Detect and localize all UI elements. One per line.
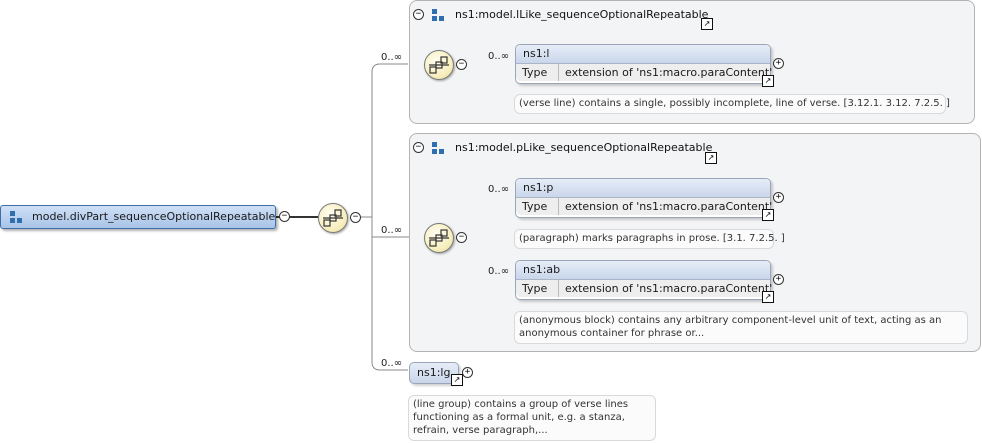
- element-doc: (paragraph) marks paragraphs in prose. […: [514, 229, 785, 249]
- collapse-icon[interactable]: −: [456, 59, 467, 70]
- type-key: Type: [516, 64, 559, 81]
- collapse-icon[interactable]: −: [456, 232, 467, 243]
- root-label: model.divPart_sequenceOptionalRepeatable: [32, 210, 276, 223]
- group-icon: [10, 211, 24, 224]
- sequence-glyph-icon: [323, 209, 343, 227]
- type-value: extension of 'ns1:macro.paraContent': [565, 66, 773, 79]
- element-doc: (anonymous block) contains any arbitrary…: [514, 311, 968, 344]
- sequence-glyph-icon: [429, 229, 449, 247]
- group-title: ns1:model.pLike_sequenceOptionalRepeatab…: [455, 141, 713, 154]
- element-doc: (verse line) contains a single, possibly…: [514, 94, 950, 114]
- element-type-row: Type extension of 'ns1:macro.paraContent': [516, 64, 773, 81]
- multiplicity-label: 0..∞: [488, 184, 510, 195]
- element-type-row: Type extension of 'ns1:macro.paraContent': [516, 280, 773, 297]
- expand-icon[interactable]: +: [773, 58, 784, 69]
- type-value: extension of 'ns1:macro.paraContent': [565, 282, 773, 295]
- multiplicity-label: 0..∞: [381, 225, 403, 236]
- collapse-icon[interactable]: −: [413, 142, 424, 153]
- element-ab[interactable]: ns1:ab Type extension of 'ns1:macro.paraC…: [515, 260, 773, 300]
- link-icon[interactable]: ↗: [762, 75, 774, 87]
- group-icon: [432, 142, 446, 155]
- type-key: Type: [516, 198, 559, 215]
- sequence-glyph-icon: [429, 56, 449, 74]
- type-key: Type: [516, 280, 559, 297]
- element-lg[interactable]: ns1:lg: [409, 362, 459, 384]
- expand-icon[interactable]: +: [462, 367, 473, 378]
- multiplicity-label: 0..∞: [381, 52, 403, 63]
- link-icon[interactable]: ↗: [451, 374, 463, 386]
- root-element[interactable]: model.divPart_sequenceOptionalRepeatable: [0, 205, 276, 229]
- multiplicity-label: 0..∞: [488, 266, 510, 277]
- type-value: extension of 'ns1:macro.paraContent': [565, 200, 773, 213]
- link-icon[interactable]: ↗: [705, 152, 717, 164]
- link-icon[interactable]: ↗: [762, 209, 774, 221]
- element-name: ns1:l: [516, 45, 770, 64]
- element-p[interactable]: ns1:p Type extension of 'ns1:macro.paraCo…: [515, 178, 773, 218]
- link-icon[interactable]: ↗: [701, 18, 713, 30]
- element-name: ns1:lg: [417, 366, 451, 379]
- element-name: ns1:ab: [516, 261, 770, 280]
- collapse-icon[interactable]: −: [350, 212, 361, 223]
- collapse-icon[interactable]: −: [279, 211, 290, 222]
- expand-icon[interactable]: +: [773, 192, 784, 203]
- element-doc: (line group) contains a group of verse l…: [408, 395, 656, 441]
- element-name: ns1:p: [516, 179, 770, 198]
- multiplicity-label: 0..∞: [488, 51, 510, 62]
- group-title: ns1:model.lLike_sequenceOptionalRepeatab…: [455, 8, 709, 21]
- element-type-row: Type extension of 'ns1:macro.paraContent': [516, 198, 773, 215]
- sequence-compositor-icon[interactable]: [424, 223, 454, 253]
- multiplicity-label: 0..∞: [381, 358, 403, 369]
- expand-icon[interactable]: +: [773, 274, 784, 285]
- collapse-icon[interactable]: −: [413, 9, 424, 20]
- link-icon[interactable]: ↗: [762, 291, 774, 303]
- group-icon: [432, 9, 446, 22]
- element-l[interactable]: ns1:l Type extension of 'ns1:macro.paraCo…: [515, 44, 773, 84]
- sequence-compositor-icon[interactable]: [318, 203, 348, 233]
- sequence-compositor-icon[interactable]: [424, 50, 454, 80]
